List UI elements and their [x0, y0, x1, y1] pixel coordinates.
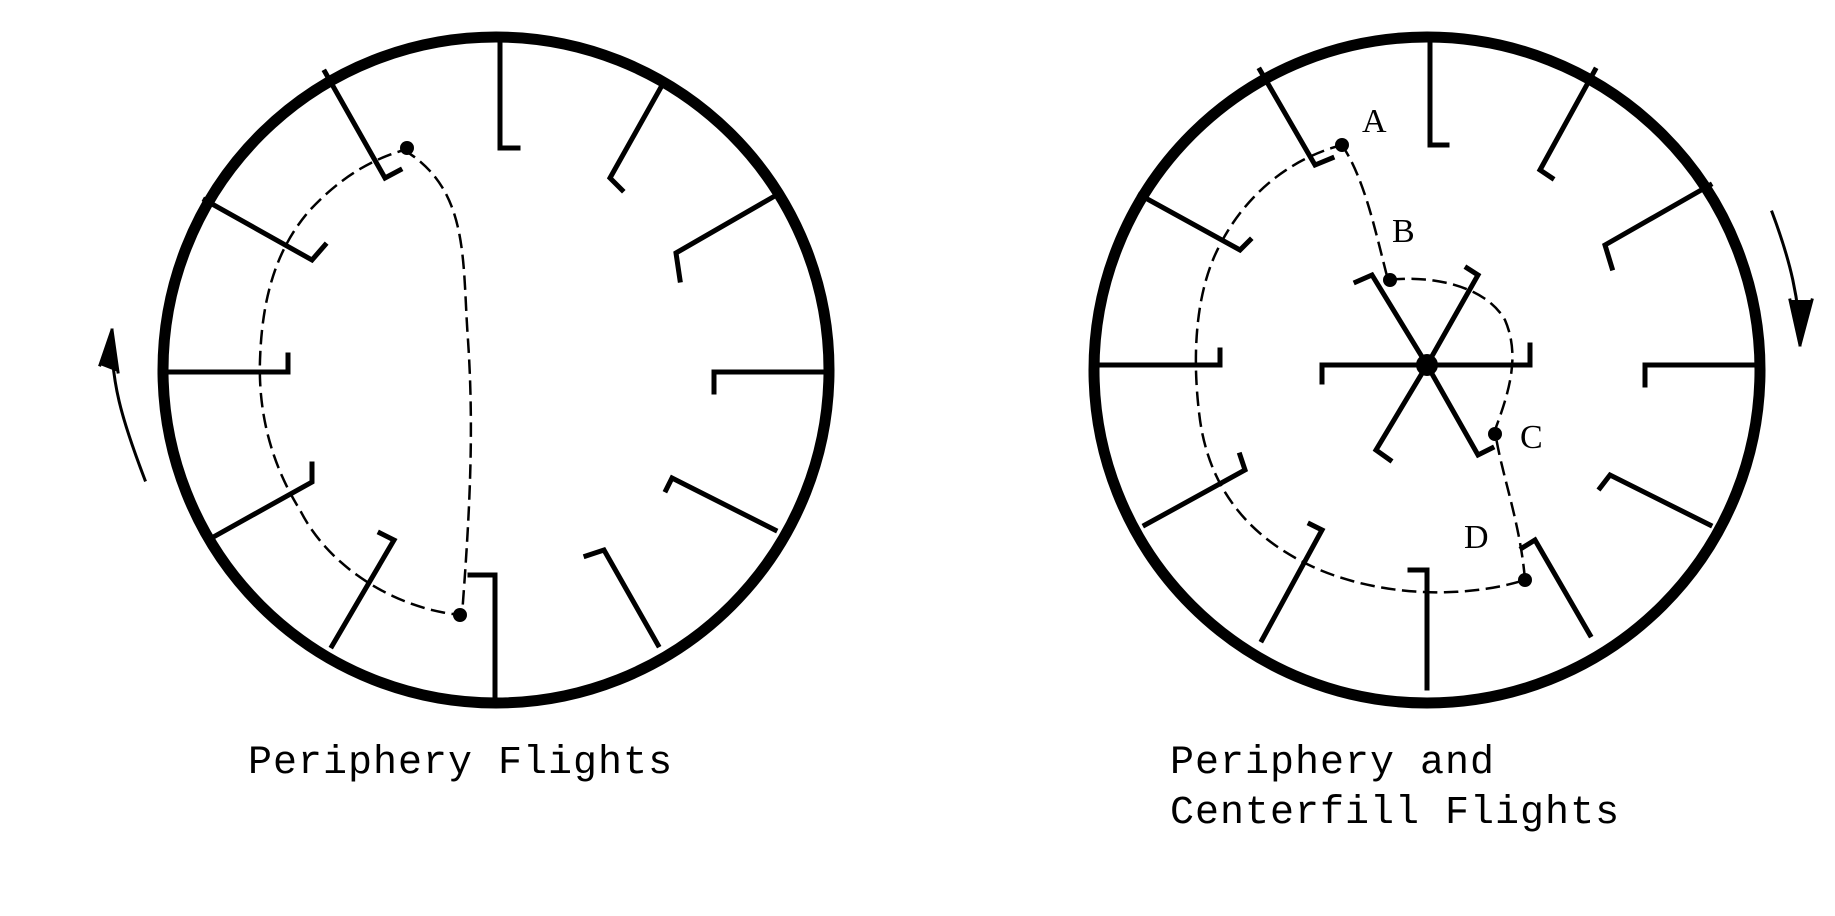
flight — [497, 37, 521, 151]
left-arrow-head-icon — [98, 329, 120, 374]
caption-periphery-centerfill-line1: Periphery and — [1170, 741, 1496, 786]
center-flight — [1423, 264, 1482, 369]
point-a-dot — [1335, 138, 1349, 152]
flight — [328, 529, 398, 650]
left-periphery-flights — [157, 37, 832, 701]
centerfill-flights — [1319, 264, 1533, 464]
point-d-dot — [1518, 573, 1532, 587]
flight — [1427, 37, 1450, 148]
flight — [1258, 520, 1326, 644]
right-trajectory — [1194, 143, 1527, 594]
flight — [1095, 347, 1223, 368]
flight — [673, 189, 784, 283]
center-flight — [1352, 271, 1431, 369]
flight — [1642, 362, 1763, 388]
right-arrow-head-icon — [1788, 298, 1814, 346]
flight — [157, 352, 291, 375]
center-flight — [1372, 361, 1431, 464]
point-c-dot — [1488, 427, 1502, 441]
flight — [467, 572, 498, 701]
flight — [1407, 567, 1430, 691]
point-b-dot — [1383, 273, 1397, 287]
left-start-point — [400, 141, 414, 155]
flight — [1518, 536, 1594, 639]
left-rotation-arrow — [110, 328, 147, 482]
center-flight — [1423, 361, 1496, 459]
point-label-a: A — [1362, 103, 1387, 140]
flight — [582, 546, 662, 649]
left-end-point — [453, 608, 467, 622]
point-label-b: B — [1392, 213, 1415, 250]
flight — [1596, 471, 1714, 529]
flight — [321, 68, 404, 182]
flight — [711, 369, 832, 395]
right-periphery-flights — [1095, 37, 1763, 691]
flight — [1136, 191, 1254, 254]
center-flight — [1319, 362, 1430, 385]
right-drum — [1088, 31, 1814, 709]
caption-periphery-centerfill-line2: Centerfill Flights — [1170, 791, 1621, 836]
flight — [1602, 181, 1714, 272]
flight — [204, 461, 315, 544]
flight — [1141, 451, 1249, 529]
flight — [606, 76, 669, 194]
right-drum-shell — [1088, 31, 1766, 709]
left-drum — [98, 31, 835, 709]
caption-periphery-flights: Periphery Flights — [248, 741, 674, 786]
point-label-d: D — [1464, 519, 1489, 556]
left-trajectory — [258, 148, 473, 617]
flight — [201, 196, 329, 264]
center-flight — [1424, 342, 1533, 368]
point-label-c: C — [1520, 419, 1543, 456]
flight — [1256, 66, 1336, 169]
flight — [662, 474, 779, 534]
drum-shaft — [1416, 354, 1438, 376]
flight — [1536, 66, 1599, 182]
